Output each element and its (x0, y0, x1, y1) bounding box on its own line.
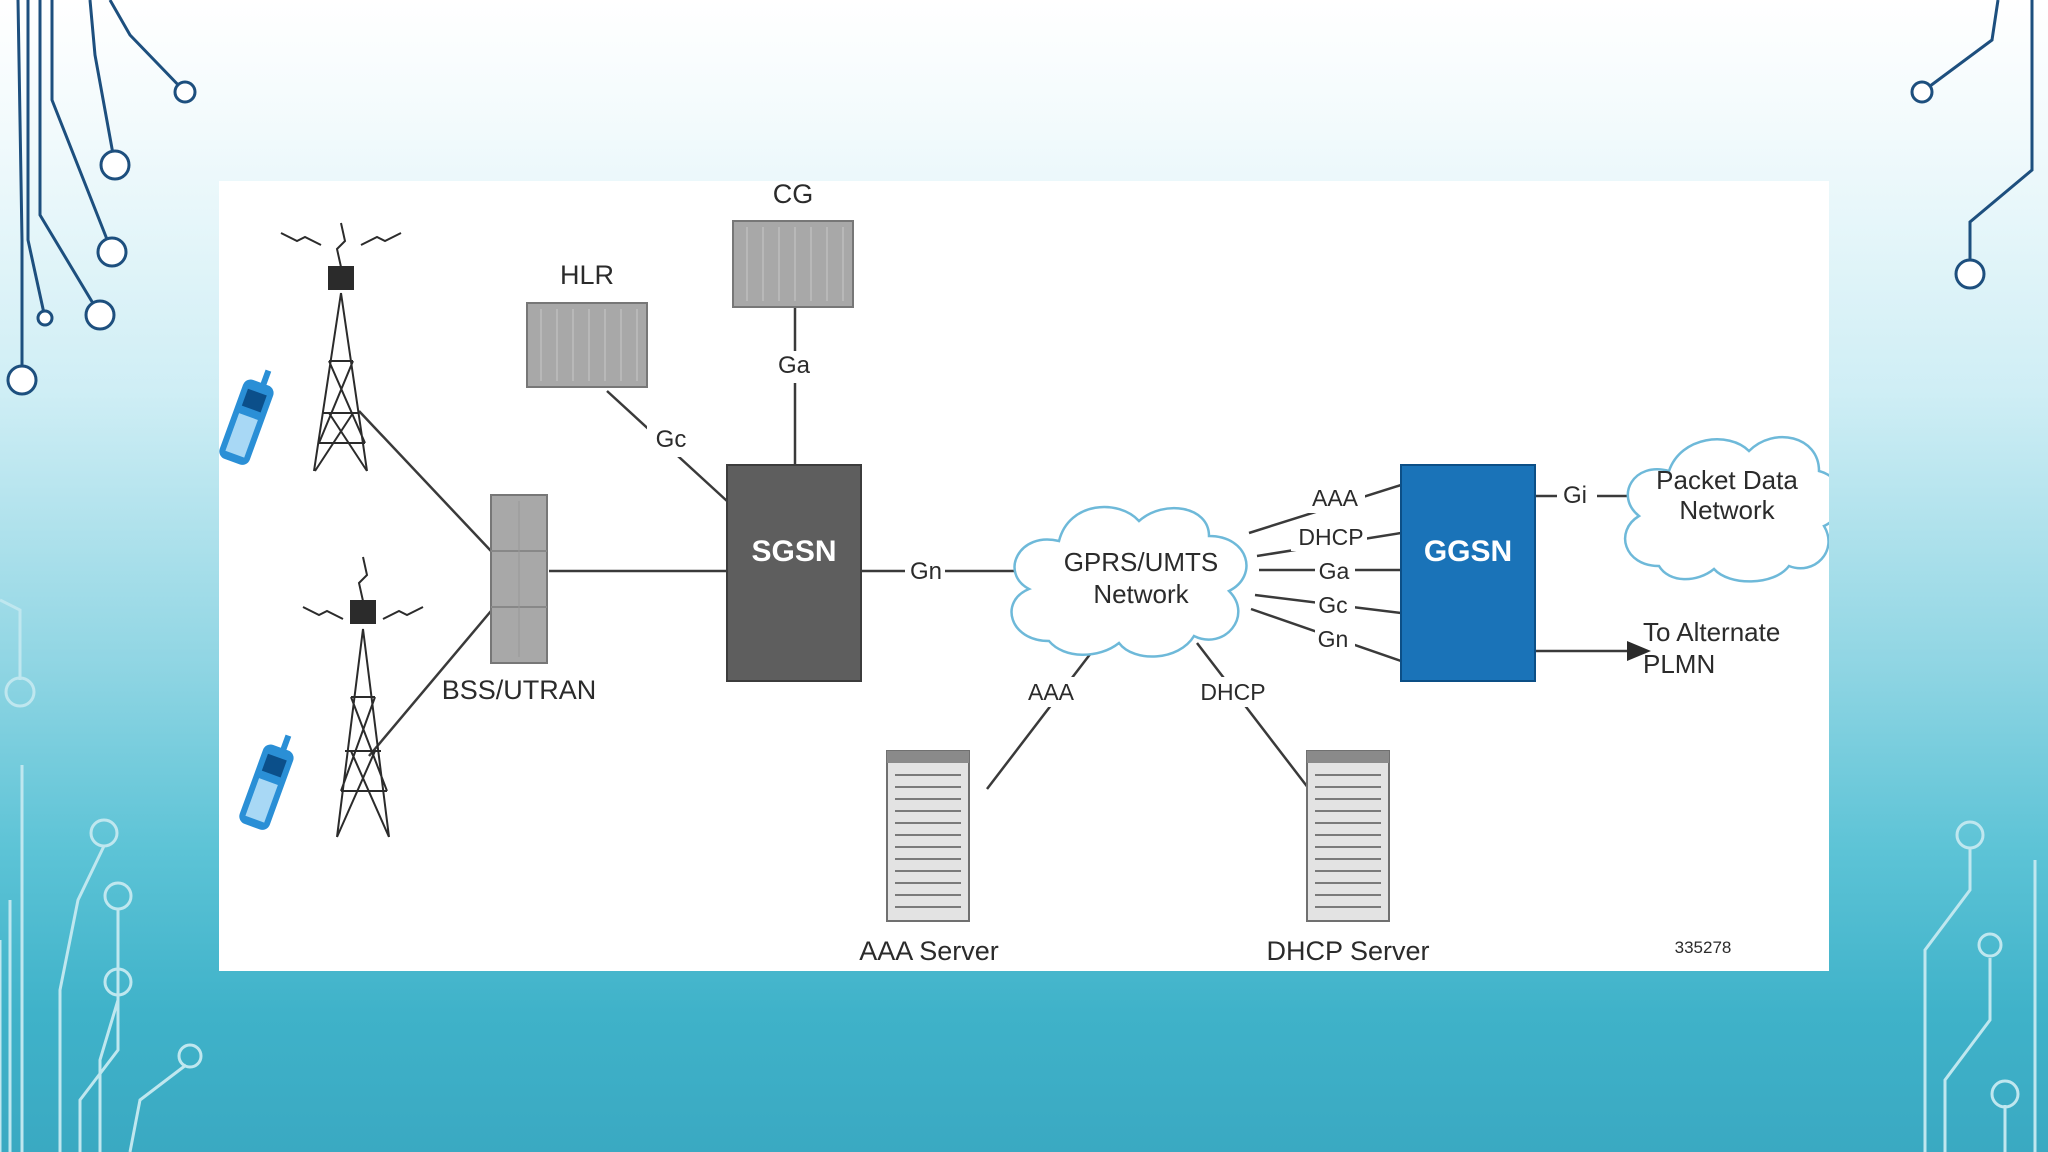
interface-dhcp-label: DHCP (1200, 679, 1265, 705)
ggsn-interface-ga-label: Ga (1319, 558, 1350, 584)
interface-gi-label: Gi (1563, 482, 1587, 509)
gprs-umts-cloud (1010, 505, 1248, 658)
figure-id: 335278 (1675, 938, 1732, 957)
hlr-label: HLR (560, 260, 614, 290)
diagram-panel: BSS/UTRAN HLR CG Gc (219, 181, 1829, 971)
sgsn-label: SGSN (751, 535, 836, 568)
bss-utran-label: BSS/UTRAN (442, 675, 597, 705)
aaa-server-icon (886, 750, 970, 922)
arrow-head-icon (1627, 641, 1651, 661)
dhcp-server-icon (1306, 750, 1390, 922)
ggsn-interface-gc-label: Gc (1318, 592, 1347, 618)
hlr-equipment (526, 302, 648, 388)
cell-tower-icon (302, 556, 424, 838)
sgsn-box (726, 464, 862, 682)
aaa-server-label: AAA Server (859, 936, 999, 966)
bss-utran-rack (490, 494, 548, 664)
ggsn-interface-gn-label: Gn (1318, 626, 1349, 652)
interface-aaa-label: AAA (1028, 679, 1075, 705)
ggsn-interface-dhcp-label: DHCP (1298, 524, 1363, 550)
cell-tower-icon (280, 222, 402, 472)
network-diagram: BSS/UTRAN HLR CG Gc (219, 181, 1829, 966)
interface-ga-label: Ga (778, 352, 811, 379)
ggsn-interface-aaa-label: AAA (1312, 485, 1359, 511)
packet-data-network-cloud (1623, 435, 1829, 583)
alternate-plmn-label-line1: To Alternate (1643, 617, 1780, 647)
ggsn-label: GGSN (1424, 535, 1512, 568)
dhcp-server-label: DHCP Server (1266, 936, 1429, 966)
mobile-phone-icon (239, 734, 294, 830)
packet-data-network-label-line1: Packet Data (1656, 465, 1798, 495)
packet-data-network-label-line2: Network (1679, 495, 1775, 525)
interface-gn-label: Gn (910, 558, 942, 585)
alternate-plmn-label-line2: PLMN (1643, 649, 1715, 679)
interface-gc-label: Gc (656, 426, 687, 453)
mobile-phone-icon (219, 369, 274, 465)
ggsn-box (1400, 464, 1536, 682)
cg-label: CG (773, 181, 814, 209)
cg-equipment (732, 220, 854, 308)
gprs-umts-label-line2: Network (1093, 579, 1189, 609)
gprs-umts-label-line1: GPRS/UMTS (1064, 547, 1219, 577)
